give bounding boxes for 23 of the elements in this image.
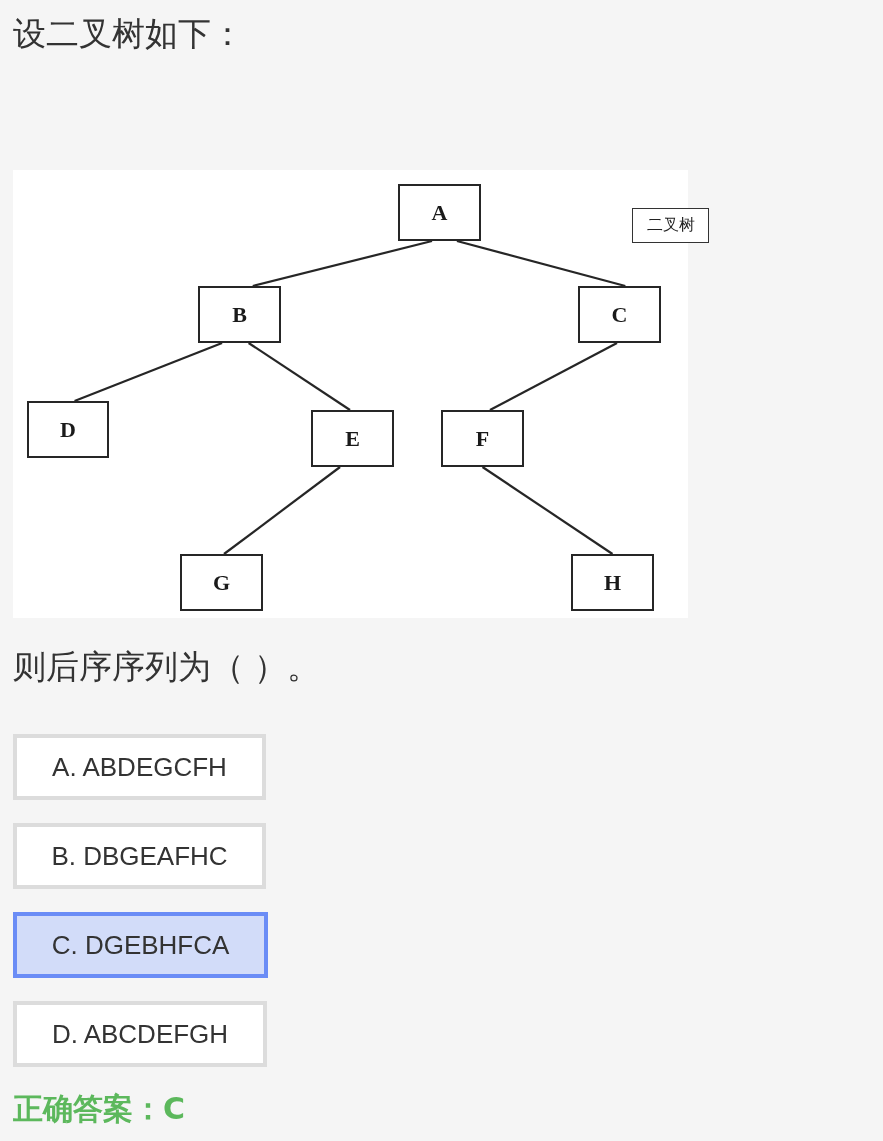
connector-line [489,342,618,411]
selected-option-button: C. DGEBHFCA [13,912,268,978]
tree-node-box: D [27,401,109,458]
tree-node-box: H [571,554,654,611]
heading-text: 设二叉树如下： [13,14,244,54]
connector-line [252,239,433,288]
tree-node-box: C [578,286,661,343]
tree-node-box: G [180,554,263,611]
tree-node-box: A [398,184,481,241]
tree-node-box: E [311,410,394,467]
tooltip-box: 二叉树 [632,208,709,243]
connector-line [223,466,341,555]
question-text: 则后序序列为（ ）。 [13,647,321,687]
connector-line [481,466,614,555]
answer-text: 正确答案：C [13,1091,186,1127]
tree-node-box: F [441,410,524,467]
tree-node-box: B [198,286,281,343]
connector-line [248,342,351,411]
option-button: A. ABDEGCFH [13,734,266,800]
option-button: B. DBGEAFHC [13,823,266,889]
connector-line [456,239,626,288]
connector-line [74,341,223,403]
option-button: D. ABCDEFGH [13,1001,267,1067]
